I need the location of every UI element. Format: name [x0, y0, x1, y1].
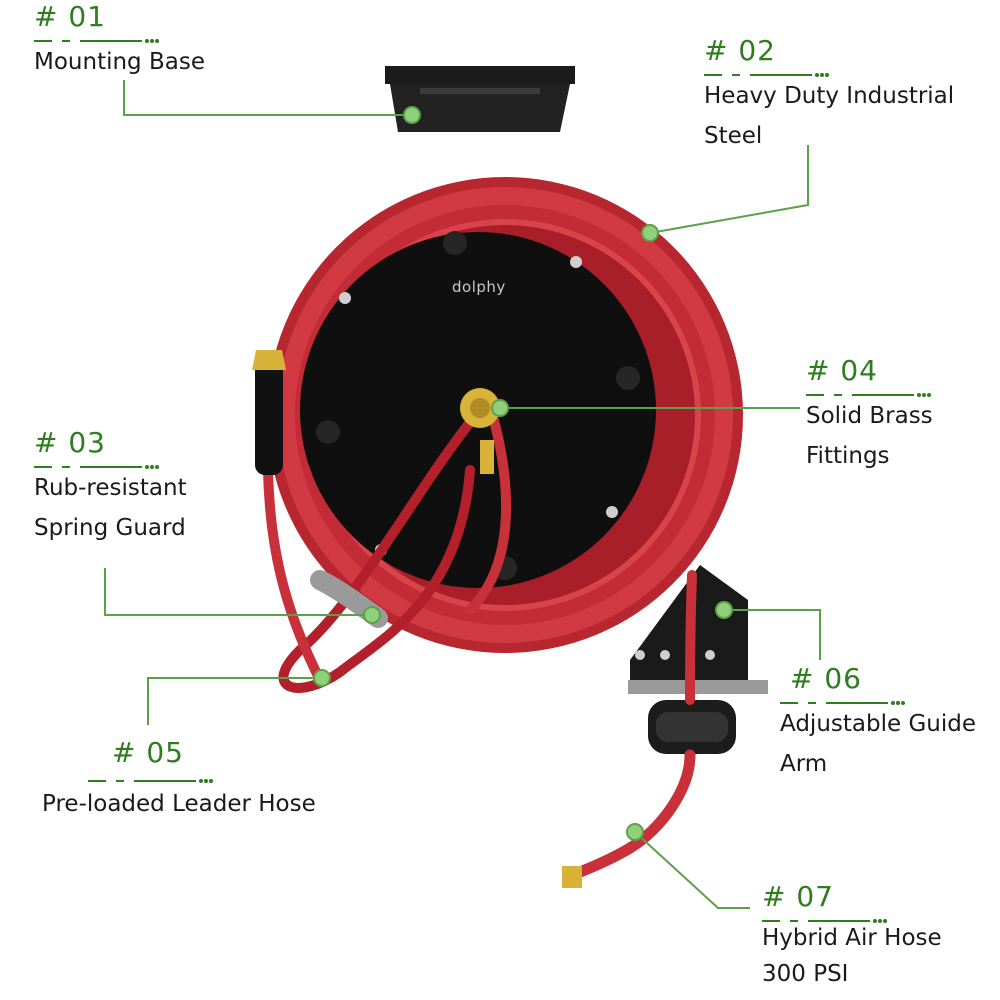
leader-lines — [104, 80, 821, 909]
callout-label: Hybrid Air Hose — [762, 925, 942, 951]
decorative-dash — [88, 778, 213, 784]
callout-04: # 04 Solid Brass Fittings — [806, 356, 933, 476]
callout-label: Solid Brass — [806, 403, 933, 429]
decorative-dash — [780, 700, 905, 706]
callout-03: # 03 Rub-resistant Spring Guard — [34, 428, 187, 548]
callout-number: # 05 — [112, 736, 184, 769]
callout-number: # 06 — [790, 662, 862, 695]
callout-label: Mounting Base — [34, 49, 205, 75]
callout-number: # 07 — [762, 880, 834, 913]
callout-number: # 03 — [34, 426, 106, 459]
callout-number: # 04 — [806, 354, 878, 387]
watermark: dolphy — [452, 278, 506, 296]
callout-05: # 05 Pre-loaded Leader Hose — [42, 738, 316, 824]
brass-fittings — [460, 388, 582, 888]
callout-01: # 01 Mounting Base — [34, 2, 205, 82]
callout-label: 300 PSI — [762, 961, 849, 987]
callout-label: Adjustable Guide — [780, 711, 976, 737]
decorative-dash — [704, 72, 829, 78]
decorative-dash — [34, 464, 159, 470]
decorative-dash — [762, 918, 887, 924]
callout-label: Steel — [704, 123, 763, 149]
callout-label: Arm — [780, 751, 828, 777]
callout-number: # 02 — [704, 34, 776, 67]
mounting-base-bracket — [385, 66, 575, 132]
callout-label: Rub-resistant — [34, 475, 187, 501]
leader-dots — [313, 106, 733, 841]
callout-07: # 07 Hybrid Air Hose 300 PSI — [762, 882, 942, 992]
callout-number: # 01 — [34, 0, 106, 33]
callout-label: Fittings — [806, 443, 890, 469]
callout-label: Heavy Duty Industrial — [704, 83, 955, 109]
decorative-dash — [34, 38, 159, 44]
callout-label: Spring Guard — [34, 515, 186, 541]
decorative-dash — [806, 392, 931, 398]
red-air-hose — [263, 395, 697, 878]
callout-label: Pre-loaded Leader Hose — [42, 791, 316, 817]
callout-02: # 02 Heavy Duty Industrial Steel — [704, 36, 954, 156]
callout-06: # 06 Adjustable Guide Arm — [780, 664, 976, 784]
